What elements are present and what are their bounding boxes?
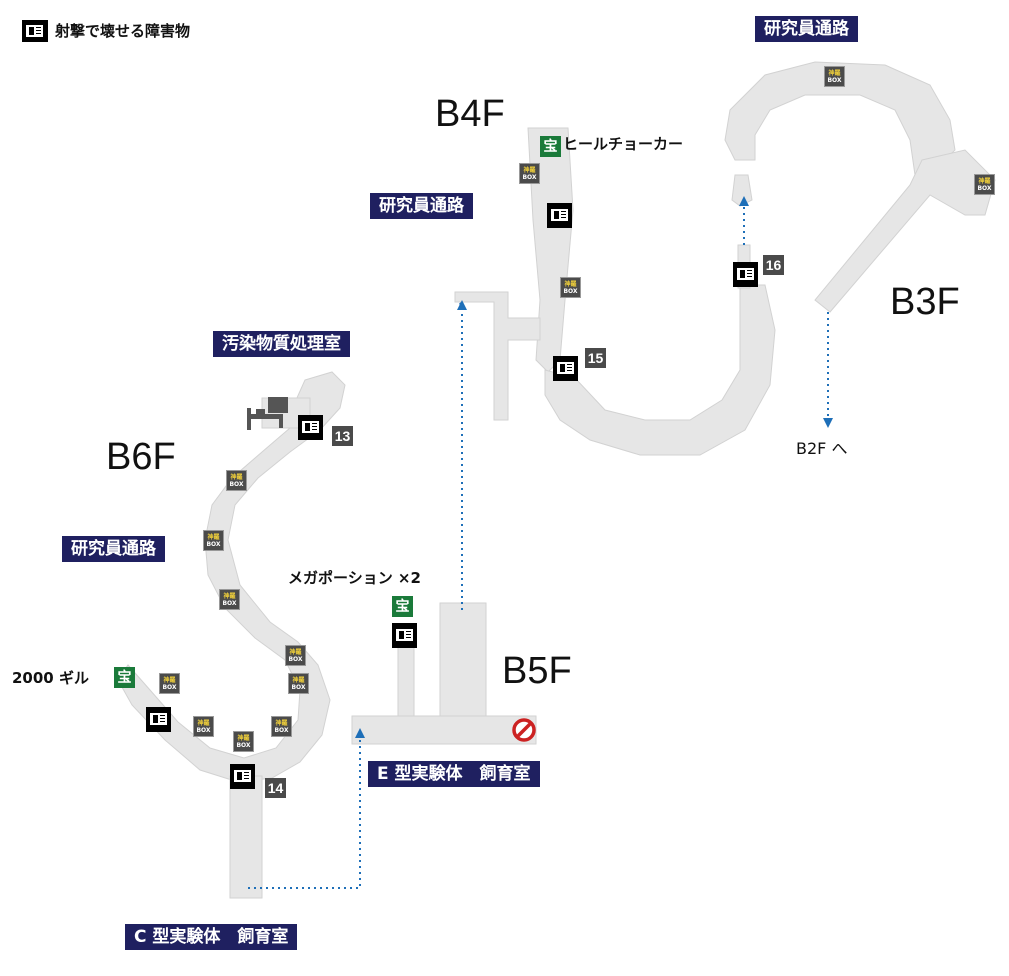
room-c-type-breeding: C 型実験体 飼育室 xyxy=(125,924,298,950)
floor-b3f: B3F xyxy=(890,281,960,323)
marker-16: 16 xyxy=(763,255,784,275)
room-research-corridor-top: 研究員通路 xyxy=(755,16,858,42)
route-b5f-to-b4f xyxy=(457,301,463,610)
no-entry-icon xyxy=(512,718,536,742)
arrow-b5f-b4f xyxy=(457,300,467,310)
treasure-icon: 宝 xyxy=(392,596,413,617)
bed-icon xyxy=(247,397,288,430)
b2f-exit-label: B2F へ xyxy=(796,439,848,458)
obstacle-icon xyxy=(553,356,578,381)
room-contamination: 汚染物質処理室 xyxy=(213,331,350,357)
marker-15: 15 xyxy=(585,348,606,368)
route-b6f-to-b5f xyxy=(248,736,361,889)
b5f-hall xyxy=(351,715,537,745)
item-heal-choker: ヒールチョーカー xyxy=(563,135,684,153)
arrow-b6f-b5f xyxy=(355,728,365,738)
floor-b4f: B4F xyxy=(435,93,505,135)
obstacle-icon xyxy=(392,623,417,648)
b3f-upper-loop xyxy=(724,61,956,176)
room-e-type-breeding: E 型実験体 飼育室 xyxy=(368,761,540,787)
arrow-b4f-b3f xyxy=(739,196,749,206)
obstacle-icon xyxy=(298,415,323,440)
floor-b6f: B6F xyxy=(106,436,176,478)
legend-text: 射撃で壊せる障害物 xyxy=(55,22,191,40)
treasure-icon: 宝 xyxy=(114,667,135,688)
b4f-curve xyxy=(544,284,776,456)
obstacle-icon xyxy=(22,20,48,42)
obstacle-icon xyxy=(733,262,758,287)
obstacle-icon xyxy=(547,203,572,228)
room-research-corridor-b6f: 研究員通路 xyxy=(62,536,165,562)
legend: 射撃で壊せる障害物 xyxy=(22,20,190,42)
obstacle-icon xyxy=(146,707,171,732)
b6f-path xyxy=(117,371,346,783)
treasure-icon: 宝 xyxy=(540,136,561,157)
marker-13: 13 xyxy=(332,426,353,446)
floor-b5f: B5F xyxy=(502,650,572,692)
arrow-b3f-b2f xyxy=(823,418,833,428)
room-research-corridor-b4f: 研究員通路 xyxy=(370,193,473,219)
item-mega-potion: メガポーション ×2 xyxy=(288,569,421,587)
obstacle-icon xyxy=(230,764,255,789)
item-gil: 2000 ギル xyxy=(12,669,89,687)
b3f-spoke xyxy=(814,149,996,313)
marker-14: 14 xyxy=(265,778,286,798)
b4f-branch xyxy=(454,291,541,421)
